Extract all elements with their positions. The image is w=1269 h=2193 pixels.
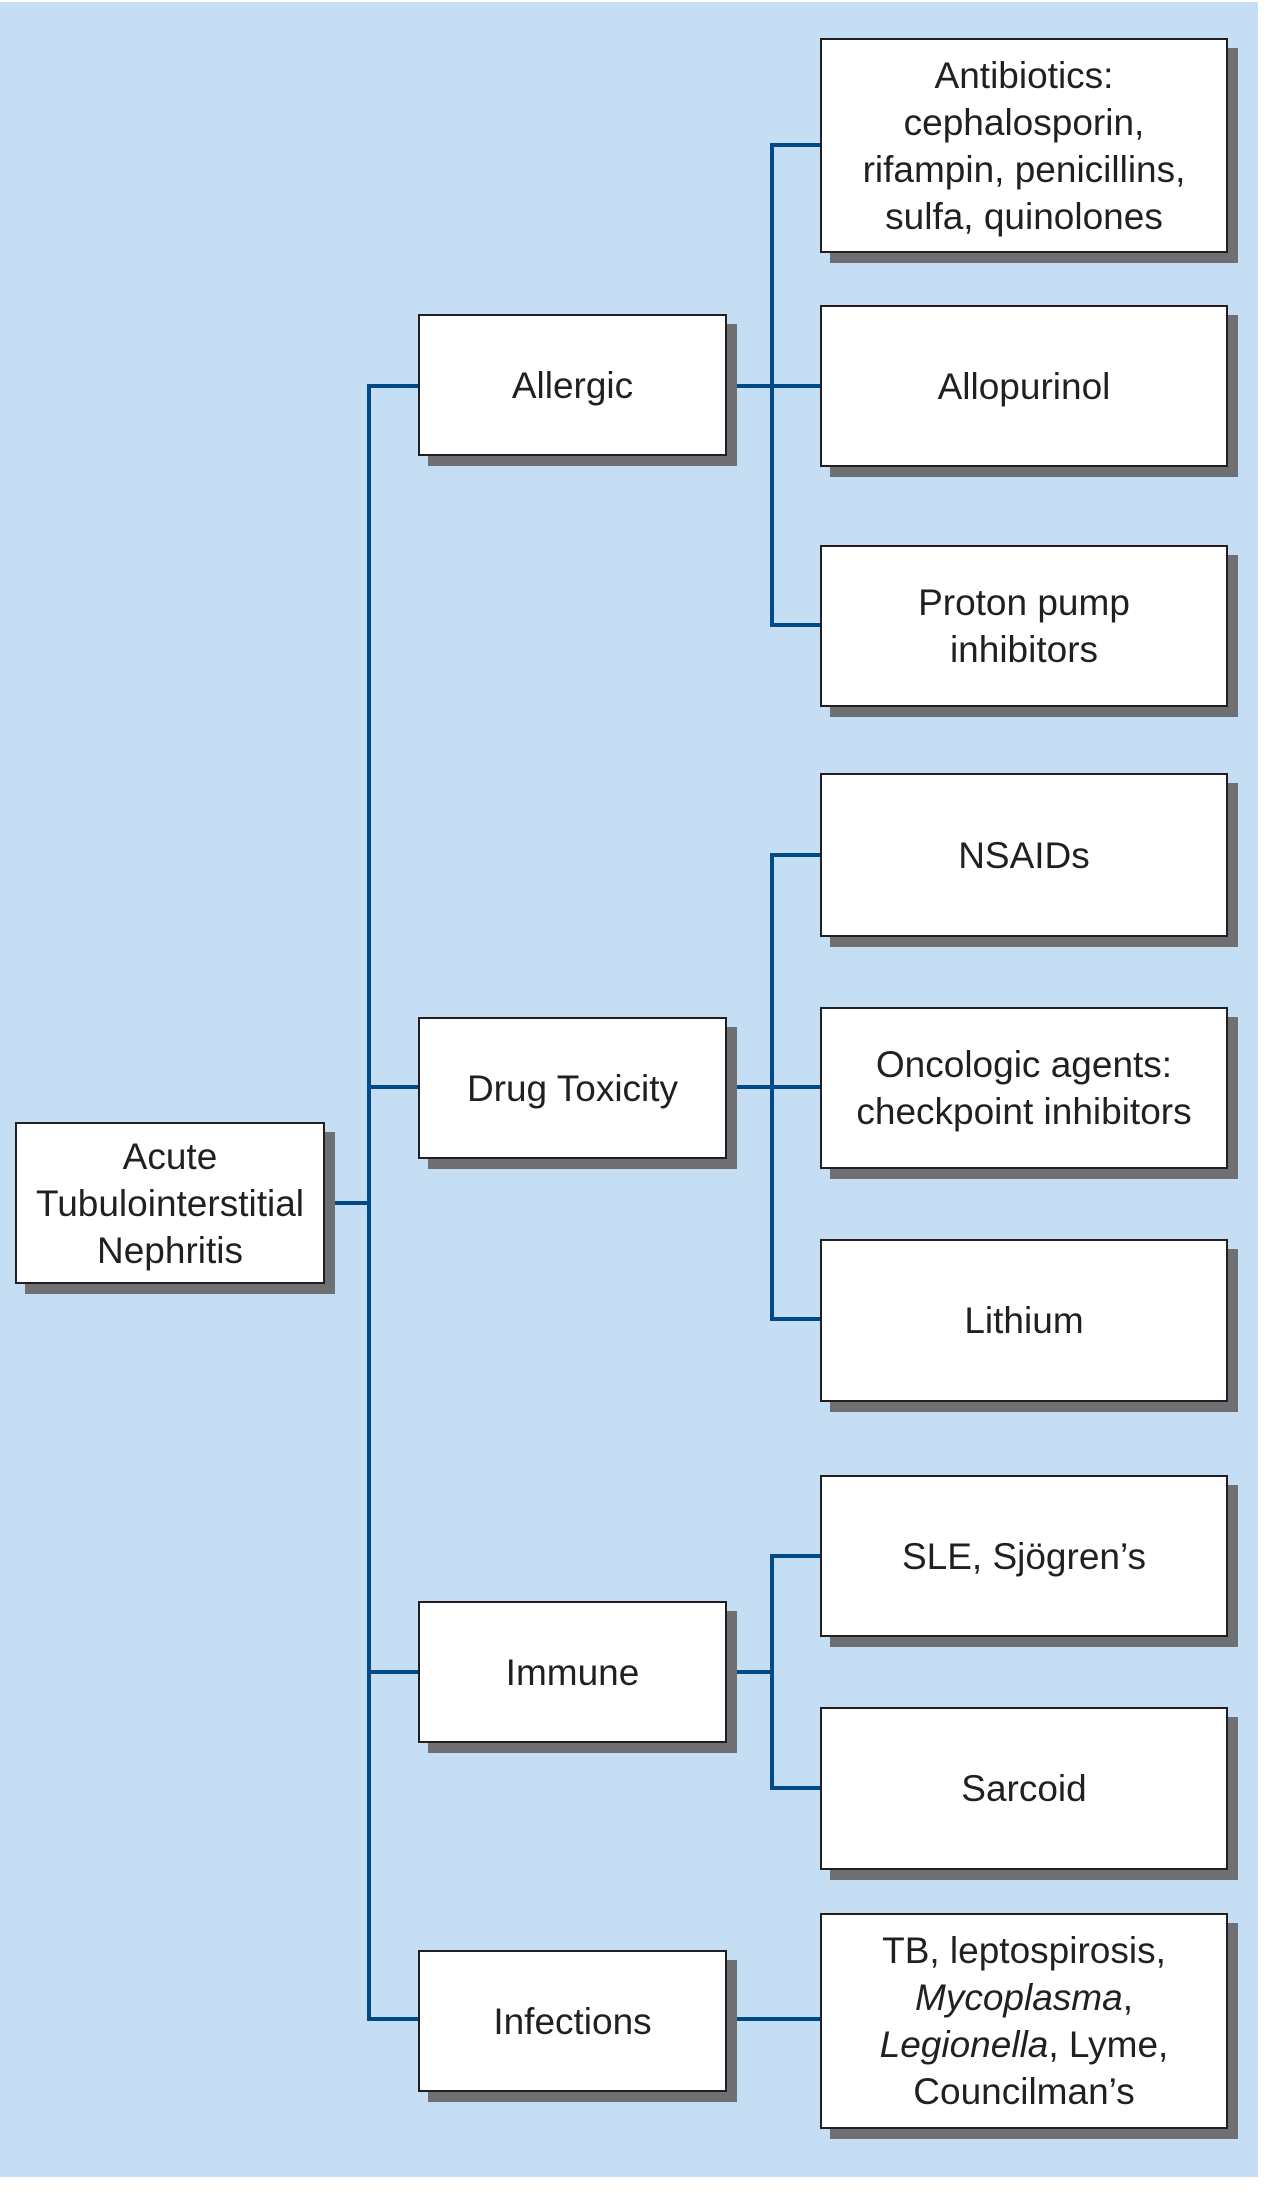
connector-allergic: [367, 384, 418, 388]
category-label: Infections: [493, 2000, 652, 2042]
leaf-line: sulfa, quinolones: [885, 195, 1163, 237]
leaf-label: Sarcoid: [961, 1768, 1087, 1809]
immune-out-connector: [727, 1670, 774, 1674]
connector-immune: [367, 1670, 418, 1674]
root-line: Nephritis: [96, 1229, 243, 1271]
leaf-line: cephalosporin,: [903, 101, 1145, 143]
leaf-label: Lithium: [964, 1300, 1084, 1341]
root-label: Acute Tubulointerstitial Nephritis: [36, 1133, 304, 1274]
connector-lithium: [770, 1317, 820, 1321]
leaf-label: Oncologic agents: checkpoint inhibitors: [856, 1041, 1191, 1135]
leaf-allopurinol: Allopurinol: [820, 305, 1228, 467]
drug-out-connector: [727, 1085, 774, 1089]
leaf-label: TB, leptospirosis, Mycoplasma, Legionell…: [880, 1927, 1169, 2115]
connector-nsaids: [770, 853, 820, 857]
leaf-line: Antibiotics:: [934, 54, 1114, 96]
connector-sle: [770, 1554, 820, 1558]
leaf-line: Proton pump: [918, 582, 1130, 623]
trunk-vertical: [367, 384, 371, 2021]
category-immune: Immune: [418, 1601, 727, 1743]
category-infections: Infections: [418, 1950, 727, 2092]
allergic-out-connector: [727, 384, 774, 388]
connector-antibiotics: [770, 143, 820, 147]
leaf-line: Councilman’s: [913, 2071, 1135, 2112]
leaf-oncologic-agents: Oncologic agents: checkpoint inhibitors: [820, 1007, 1228, 1169]
organism-name: Mycoplasma: [915, 1977, 1123, 2018]
connector-ppi: [770, 623, 820, 627]
root-connector: [325, 1201, 371, 1205]
leaf-lithium: Lithium: [820, 1239, 1228, 1402]
leaf-label: SLE, Sjögren’s: [901, 1535, 1147, 1577]
category-drug-toxicity: Drug Toxicity: [418, 1017, 727, 1159]
leaf-label: NSAIDs: [958, 834, 1090, 876]
root-node: Acute Tubulointerstitial Nephritis: [15, 1122, 325, 1284]
root-line: Acute: [122, 1135, 218, 1177]
immune-branch-vertical: [770, 1554, 774, 1790]
leaf-label: Antibiotics: cephalosporin, rifampin, pe…: [863, 52, 1186, 240]
connector-drug-toxicity: [367, 1085, 418, 1089]
leaf-line: rifampin, penicillins,: [862, 148, 1186, 190]
leaf-antibiotics: Antibiotics: cephalosporin, rifampin, pe…: [820, 38, 1228, 253]
root-line: Tubulointerstitial: [35, 1182, 305, 1224]
category-allergic: Allergic: [418, 314, 727, 456]
category-label: Immune: [505, 1651, 640, 1693]
leaf-nsaids: NSAIDs: [820, 773, 1228, 937]
connector-infections: [367, 2017, 418, 2021]
organism-name: Legionella: [879, 2024, 1049, 2065]
connector-sarcoid: [770, 1786, 820, 1790]
leaf-proton-pump-inhibitors: Proton pump inhibitors: [820, 545, 1228, 707]
leaf-line: inhibitors: [949, 629, 1099, 670]
leaf-line: checkpoint inhibitors: [856, 1091, 1192, 1132]
category-label: Allergic: [511, 364, 634, 406]
leaf-line: Legionella, Lyme,: [879, 2024, 1169, 2065]
leaf-label: Proton pump inhibitors: [918, 579, 1130, 673]
leaf-line: Mycoplasma,: [915, 1977, 1133, 2018]
leaf-sle-sjogrens: SLE, Sjögren’s: [820, 1475, 1228, 1637]
leaf-infectious-agents: TB, leptospirosis, Mycoplasma, Legionell…: [820, 1913, 1228, 2129]
connector-oncologic: [770, 1085, 820, 1089]
leaf-line: Oncologic agents:: [875, 1044, 1173, 1085]
leaf-line: TB, leptospirosis,: [882, 1930, 1166, 1971]
connector-allopurinol: [770, 384, 820, 388]
leaf-sarcoid: Sarcoid: [820, 1707, 1228, 1870]
leaf-label: Allopurinol: [937, 365, 1111, 407]
category-label: Drug Toxicity: [466, 1067, 679, 1109]
infections-out-connector: [727, 2017, 820, 2021]
